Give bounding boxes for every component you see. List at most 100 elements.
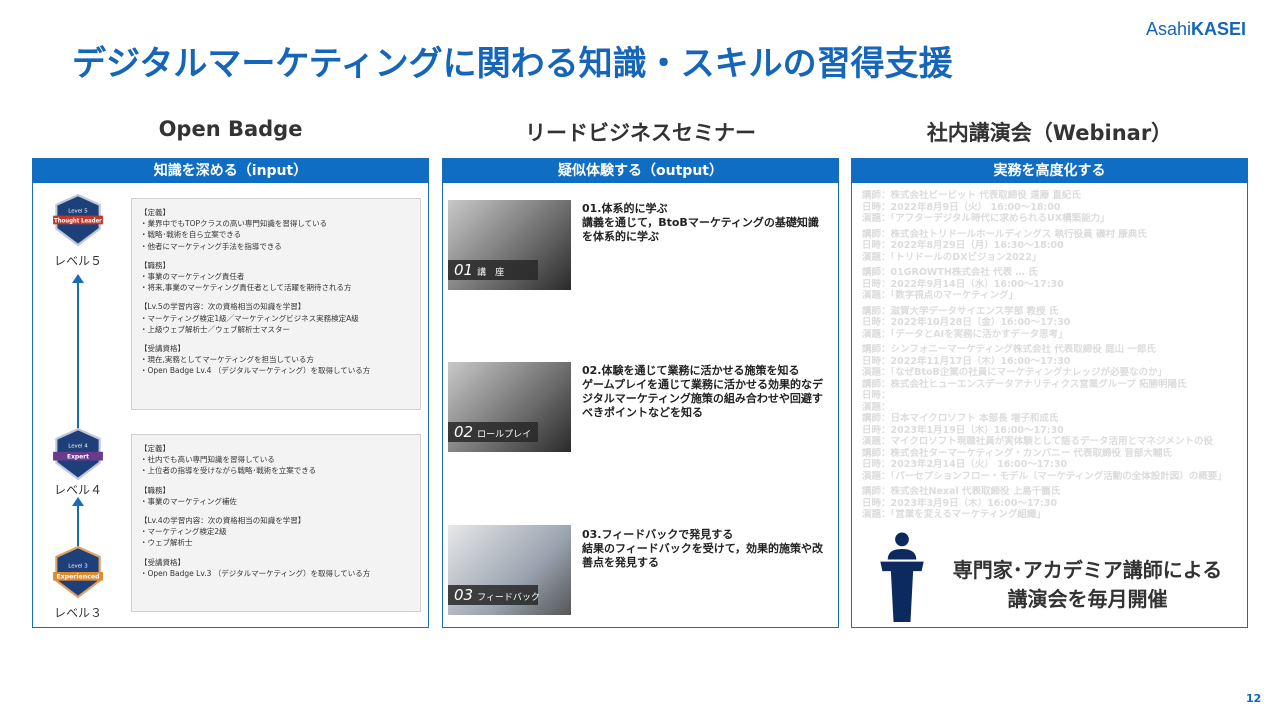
asahi-kasei-logo: AsahiKASEI: [1146, 19, 1246, 40]
text-line: 【受講資格】: [140, 557, 185, 567]
text-line: ・事業のマーケティング補佐: [140, 496, 237, 506]
text-line: ・他者にマーケティング手法を指導できる: [140, 241, 282, 251]
text-line: 【定義】: [140, 208, 170, 217]
text-line: 日時：2022年9月14日（水）16:00～17:30: [862, 278, 1064, 290]
text-line: 講師：日本マイクロソフト 本部長 増子和成氏: [862, 413, 1059, 424]
caption-text: 講 座: [477, 268, 505, 278]
text-line: ・将来,事業のマーケティング責任者として活躍を期待される方: [140, 283, 352, 293]
text-line: 【受講資格】: [140, 344, 185, 354]
text-line: 日時：2023年2月14日（火） 16:00～17:30: [862, 459, 1068, 470]
badge-level-text: Level 3: [68, 564, 87, 570]
badge-level-text: Level 5: [68, 208, 87, 214]
seminar-item-title: 01.体系的に学ぶ: [582, 202, 668, 215]
text-line: 日時：2022年8月9日（火） 16:00～18:00: [862, 201, 1061, 213]
podium-speaker-icon: [880, 532, 924, 622]
text-line: 【Lv.5の学習内容：次の資格相当の知識を学習】: [140, 302, 306, 312]
webinar-schedule-list: 講師：株式会社ビービット 代表取締役 遠藤 直紀氏日時：2022年8月9日（火）…: [862, 190, 1242, 521]
badge-title-text: Expert: [67, 454, 89, 461]
text-line: 講師：株式会社ターマーケティング・カンパニー 代表取締役 音部大輔氏: [862, 447, 1172, 459]
text-line: [140, 293, 412, 301]
text-line: ・ウェブ解析士: [140, 538, 193, 548]
caption-text: ロールプレイ: [477, 430, 532, 440]
text-line: 講師：シンフォニーマーケティング株式会社 代表取締役 庭山 一郎氏: [862, 344, 1156, 355]
text-line: 講師：滋賀大学データサイエンス学部 教授 氏: [862, 305, 1059, 317]
panel-header: 疑似体験する（output）: [443, 159, 838, 183]
text-line: 演題：「数字視点のマーケティング」: [862, 290, 1018, 301]
seminar-item-2: 02.体験を通じて業務に活かせる施策を知るゲームプレイを通じて業務に活かせる効果…: [582, 364, 827, 420]
arrow-up-icon: [72, 274, 84, 430]
text-line: 【Lv.4の学習内容：次の資格相当の知識を学習】: [140, 516, 306, 526]
seminar-item-title: 03.フィードバックで発見する: [582, 528, 734, 541]
caption-number: 01: [454, 261, 474, 279]
text-line: [140, 335, 412, 343]
text-line: ・戦略･戦術を自ら立案できる: [140, 230, 242, 240]
text-line: ・社内でも高い専門知識を習得している: [140, 455, 275, 465]
text-line: ・事業のマーケティング責任者: [140, 272, 245, 282]
text-line: ・現在,実務としてマーケティングを担当している方: [140, 355, 314, 365]
level5-label: レベル５: [53, 254, 102, 268]
caption-text: フィードバック: [477, 593, 540, 603]
text-line: ・業界中でもTOPクラスの高い専門知識を習得している: [140, 219, 328, 229]
text-line: ・マーケティング検定1級／マーケティングビジネス実務検定A級: [140, 313, 359, 323]
text-line: ・Open Badge Lv.4 （デジタルマーケティング）を取得している方: [140, 366, 371, 376]
text-line: 講師：株式会社トリドールホールディングス 執行役員 磯村 康典氏: [862, 228, 1147, 240]
text-line: 【職務】: [140, 485, 170, 495]
seminar-item-3: 03.フィードバックで発見する結果のフィードバックを受けて，効果的施策や改善点を…: [582, 528, 827, 570]
seminar-item-text: 講義を通じて，BtoBマーケティングの基礎知識を体系的に学ぶ: [582, 216, 819, 243]
text-line: 講師：株式会社ビービット 代表取締役 遠藤 直紀氏: [862, 190, 1081, 201]
logo-text-light: Asahi: [1146, 19, 1192, 39]
overlay-line: 専門家･アカデミア講師による: [952, 558, 1223, 582]
webinar-panel: 実務を高度化する: [851, 158, 1248, 628]
badge-level-text: Level 4: [68, 444, 88, 450]
webinar-overlay-text: 専門家･アカデミア講師による講演会を毎月開催: [935, 556, 1240, 614]
level4-label: レベル４: [53, 483, 102, 497]
open-badge-panel: 知識を深める（input）: [32, 158, 429, 628]
column-heading-open-badge: Open Badge: [158, 117, 303, 141]
text-line: 演題：マイクロソフト現職社員が実体験として語るデータ活用とマネジメントの役: [862, 436, 1214, 447]
text-line: 日時：2022年8月29日（月）16:30～18:00: [862, 240, 1064, 251]
seminar-item-title: 02.体験を通じて業務に活かせる施策を知る: [582, 364, 800, 377]
seminar-item-1: 01.体系的に学ぶ講義を通じて，BtoBマーケティングの基礎知識を体系的に学ぶ: [582, 202, 827, 244]
seminar-item-text: ゲームプレイを通じて業務に活かせる効果的なデジタルマーケティング施策の組み合わせ…: [582, 378, 824, 419]
text-line: ・上位者の指導を受けながら戦略･戦術を立案できる: [140, 466, 317, 476]
badge-level3-icon: Level 3 Experienced: [53, 546, 103, 598]
level3-label: レベル３: [53, 606, 102, 620]
text-line: 日時：2023年1月19日（木）16:00～17:30: [862, 424, 1064, 436]
text-line: 講師：01GROWTH株式会社 代表 … 氏: [862, 267, 1038, 278]
logo-text-bold: KASEI: [1191, 19, 1247, 39]
text-line: 演題：「なぜBtoB企業の社員にマーケティングナレッジが必要なのか」: [862, 367, 1168, 378]
text-line: 講師：株式会社Nexal 代表取締役 上島千鶴氏: [862, 486, 1061, 497]
seminar-panel: 疑似体験する（output）: [442, 158, 839, 628]
text-line: 演題：「営業を変えるマーケティング組織」: [862, 509, 1046, 520]
seminar-item-text: 結果のフィードバックを受けて，効果的施策や改善点を発見する: [582, 542, 824, 569]
text-line: ・マーケティング検定2級: [140, 527, 227, 537]
text-line: 日時：2023年3月9日（木）16:00～17:30: [862, 497, 1058, 509]
page-number: 12: [1246, 692, 1262, 705]
text-line: 演題：「アフターデジタル時代に求められるUX構築能力」: [862, 213, 1110, 224]
text-line: 日時：2022年10月28日（金）16:00～17:30: [862, 317, 1071, 328]
badge-level5-icon: Level 5 Thought Leader: [53, 194, 103, 246]
text-line: [140, 507, 412, 515]
text-line: 日時：2022年11月17日（木）16:00～17:30: [862, 355, 1071, 367]
badge-level4-icon: Level 4 Expert: [53, 428, 103, 480]
text-line: 【職務】: [140, 260, 170, 270]
text-line: 【定義】: [140, 444, 170, 453]
level4-definition-box: 【定義】・社内でも高い専門知識を習得している・上位者の指導を受けながら戦略･戦術…: [131, 434, 421, 612]
text-line: 演題：「データとAIを実務に活かすデータ思考」: [862, 328, 1068, 340]
panel-header: 実務を高度化する: [852, 159, 1247, 183]
panel-header: 知識を深める（input）: [33, 159, 428, 183]
text-line: 講師：株式会社ヒューエンスデータアナリティクス営業グループ 拓勝明陽氏: [862, 378, 1187, 390]
caption-number: 03: [454, 586, 474, 604]
text-line: ・上級ウェブ解析士／ウェブ解析士マスター: [140, 324, 290, 334]
badge-title-text: Thought Leader: [54, 217, 102, 224]
text-line: 日時：: [862, 390, 891, 401]
arrow-up-icon: [72, 497, 84, 547]
caption-number: 02: [454, 423, 474, 441]
text-line: [140, 549, 412, 557]
level5-definition-box: 【定義】・業界中でもTOPクラスの高い専門知識を習得している・戦略･戦術を自ら立…: [131, 198, 421, 410]
